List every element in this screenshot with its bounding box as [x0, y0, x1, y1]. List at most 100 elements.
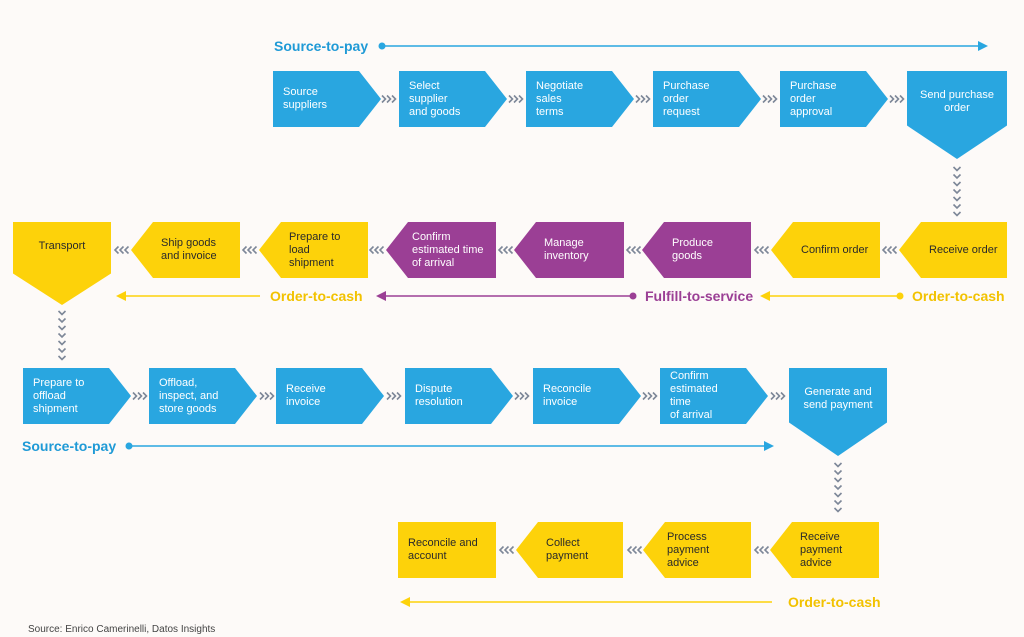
step-negotiate-sales-terms: Negotiate sales terms: [526, 71, 634, 127]
chevron-icon: [113, 245, 120, 255]
step-purchase-order-approval: Purchase order approval: [780, 71, 888, 127]
step-process-payment-advice: Process payment advice: [643, 522, 751, 578]
chevron-icon: [386, 391, 392, 401]
chevron-icon: [264, 391, 270, 401]
step-reconcile-and-account: Reconcile and account: [398, 522, 496, 578]
chevron-icon: [132, 391, 138, 401]
step-dispute-resolution: Dispute resolution: [405, 368, 513, 424]
chevron-icon: [524, 391, 530, 401]
chevron-icon: [762, 94, 768, 104]
flow-line-order-to-cash-bottom: [400, 597, 772, 607]
chevron-icon: [391, 391, 397, 401]
step-confirm-order: Confirm order: [771, 222, 880, 278]
step-purchase-order-request: Purchase order request: [653, 71, 761, 127]
chevron-icon: [137, 391, 143, 401]
chevron-icon: [123, 245, 130, 255]
source-credit: Source: Enrico Camerinelli, Datos Insigh…: [28, 624, 216, 635]
chevron-icon: [57, 310, 67, 316]
chevron-icon: [640, 94, 646, 104]
chevron-icon: [952, 173, 962, 180]
chevron-icon: [57, 317, 67, 324]
chevron-icon: [625, 245, 632, 255]
chevron-icon: [118, 245, 125, 255]
step-collect-payment: Collect payment: [516, 522, 623, 578]
chevron-icon: [241, 245, 248, 255]
flow-label-fulfill-to-service: Fulfill-to-service: [641, 288, 758, 304]
flow-label-order-to-cash-bottom: Order-to-cash: [784, 594, 885, 610]
chevron-icon: [636, 545, 643, 555]
chevron-icon: [758, 545, 765, 555]
chevron-icon: [259, 391, 265, 401]
chevron-icon: [833, 469, 843, 476]
chevron-icon: [518, 94, 524, 104]
flow-label-source-to-pay-top: Source-to-pay: [270, 38, 373, 54]
step-receive-payment-advice: Receive payment advice: [770, 522, 879, 578]
step-prepare-to-offload-shipment: Prepare to offload shipment: [23, 368, 131, 424]
chevron-icon: [753, 545, 760, 555]
step-offload-inspect-store-goods: Offload, inspect, and store goods: [149, 368, 257, 424]
step-reconcile-invoice: Reconcile invoice: [533, 368, 641, 424]
flow-line-order-to-cash-right: [760, 291, 904, 301]
chevron-icon: [497, 245, 504, 255]
chevron-icon: [381, 94, 387, 104]
chevron-icon: [373, 245, 380, 255]
step-ship-goods-and-invoice: Ship goods and invoice: [131, 222, 240, 278]
chevron-icon: [57, 355, 67, 361]
chevron-icon: [775, 391, 781, 401]
chevron-icon: [780, 391, 786, 401]
step-manage-inventory: Manage inventory: [514, 222, 624, 278]
chevron-icon: [899, 94, 905, 104]
flow-line-source-to-pay-mid: [125, 441, 774, 451]
chevron-icon: [631, 545, 638, 555]
chevron-icon: [891, 245, 898, 255]
chevron-icon: [386, 94, 392, 104]
step-select-supplier-and-goods: Select supplier and goods: [399, 71, 507, 127]
chevron-icon: [502, 245, 509, 255]
chevron-icon: [833, 462, 843, 468]
chevron-icon: [833, 477, 843, 483]
chevron-icon: [626, 545, 633, 555]
chevron-icon: [519, 391, 525, 401]
chevron-icon: [514, 391, 520, 401]
step-receive-invoice: Receive invoice: [276, 368, 384, 424]
step-prepare-to-load-shipment: Prepare to load shipment: [259, 222, 368, 278]
chevron-icon: [763, 545, 770, 555]
chevron-icon: [952, 166, 962, 172]
flow-line-fulfill-to-service: [376, 291, 637, 301]
chevron-connectors: [57, 94, 962, 555]
chevron-icon: [391, 94, 397, 104]
step-confirm-eta-1: Confirm estimated time of arrival: [386, 222, 496, 278]
chevron-icon: [368, 245, 375, 255]
chevron-icon: [833, 492, 843, 498]
chevron-icon: [378, 245, 385, 255]
chevron-icon: [57, 325, 67, 331]
chevron-icon: [396, 391, 402, 401]
flow-line-source-to-pay-top: [378, 41, 988, 51]
chevron-icon: [833, 499, 843, 506]
chevron-icon: [652, 391, 658, 401]
step-receive-order: Receive order: [899, 222, 1007, 278]
chevron-icon: [647, 391, 653, 401]
flow-label-order-to-cash-right: Order-to-cash: [908, 288, 1009, 304]
chevron-icon: [833, 507, 843, 513]
chevron-icon: [498, 545, 505, 555]
chevron-icon: [503, 545, 510, 555]
chevron-icon: [57, 347, 67, 354]
chevron-icon: [57, 332, 67, 339]
chevron-icon: [881, 245, 888, 255]
chevron-icon: [767, 94, 773, 104]
chevron-icon: [57, 340, 67, 346]
chevron-icon: [513, 94, 519, 104]
chevron-icon: [886, 245, 893, 255]
chevron-icon: [645, 94, 651, 104]
flow-label-order-to-cash-left: Order-to-cash: [266, 288, 367, 304]
chevron-icon: [251, 245, 258, 255]
chevron-icon: [508, 545, 515, 555]
chevron-icon: [772, 94, 778, 104]
chevron-icon: [246, 245, 253, 255]
chevron-icon: [763, 245, 770, 255]
chevron-icon: [952, 211, 962, 217]
chevron-icon: [507, 245, 514, 255]
